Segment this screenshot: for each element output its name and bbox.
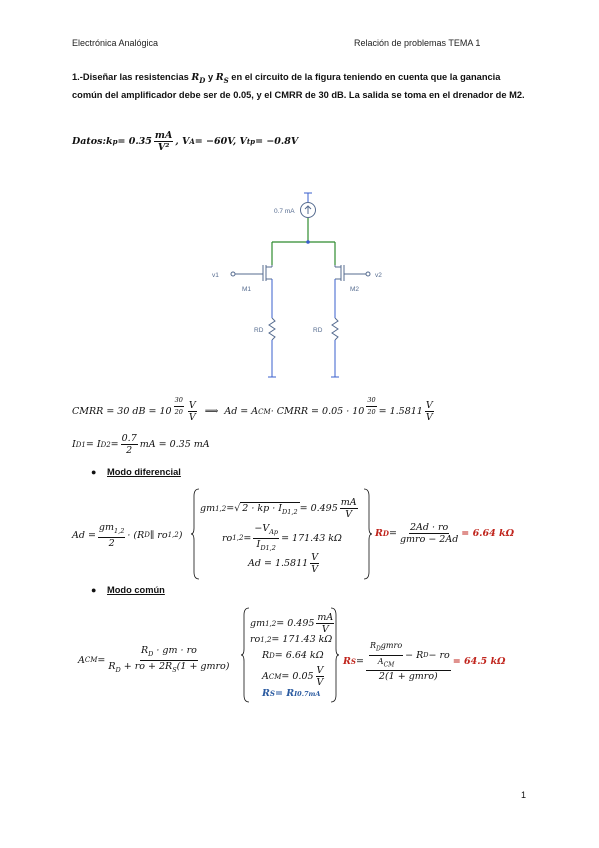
bullet-common: ● <box>91 585 97 595</box>
rd-right-label: RD <box>313 327 323 334</box>
transistor-m1-icon <box>230 242 273 300</box>
page-number: 1 <box>521 790 527 800</box>
brace-left-common <box>240 607 250 703</box>
problem-statement: 1.-Diseñar las resistencias RD y RS en e… <box>72 72 525 100</box>
transistor-m2-icon <box>334 242 371 300</box>
source-label: 0.7 mA <box>274 208 295 215</box>
section-comun: Modo común <box>107 585 165 595</box>
m1-label: M1 <box>242 286 251 293</box>
resistor-left-icon <box>268 300 276 378</box>
brace-left-diff <box>190 488 200 580</box>
brace-right-diff <box>363 488 373 580</box>
m2-label: M2 <box>350 286 359 293</box>
brace-right-common <box>330 607 340 703</box>
bullet-diff: ● <box>91 467 97 477</box>
header-right: Relación de problemas TEMA 1 <box>354 38 481 48</box>
v1-label: v1 <box>212 272 219 279</box>
circuit-diagram: 0.7 mA v1 M1 v2 M2 RD <box>212 192 382 378</box>
v2-label: v2 <box>375 272 382 279</box>
section-diferencial: Modo diferencial <box>107 467 181 477</box>
node-dot <box>306 240 310 244</box>
current-source-icon <box>300 192 316 242</box>
rd-left-label: RD <box>254 327 264 334</box>
resistor-right-icon <box>331 300 339 378</box>
header-left: Electrónica Analógica <box>72 38 159 48</box>
